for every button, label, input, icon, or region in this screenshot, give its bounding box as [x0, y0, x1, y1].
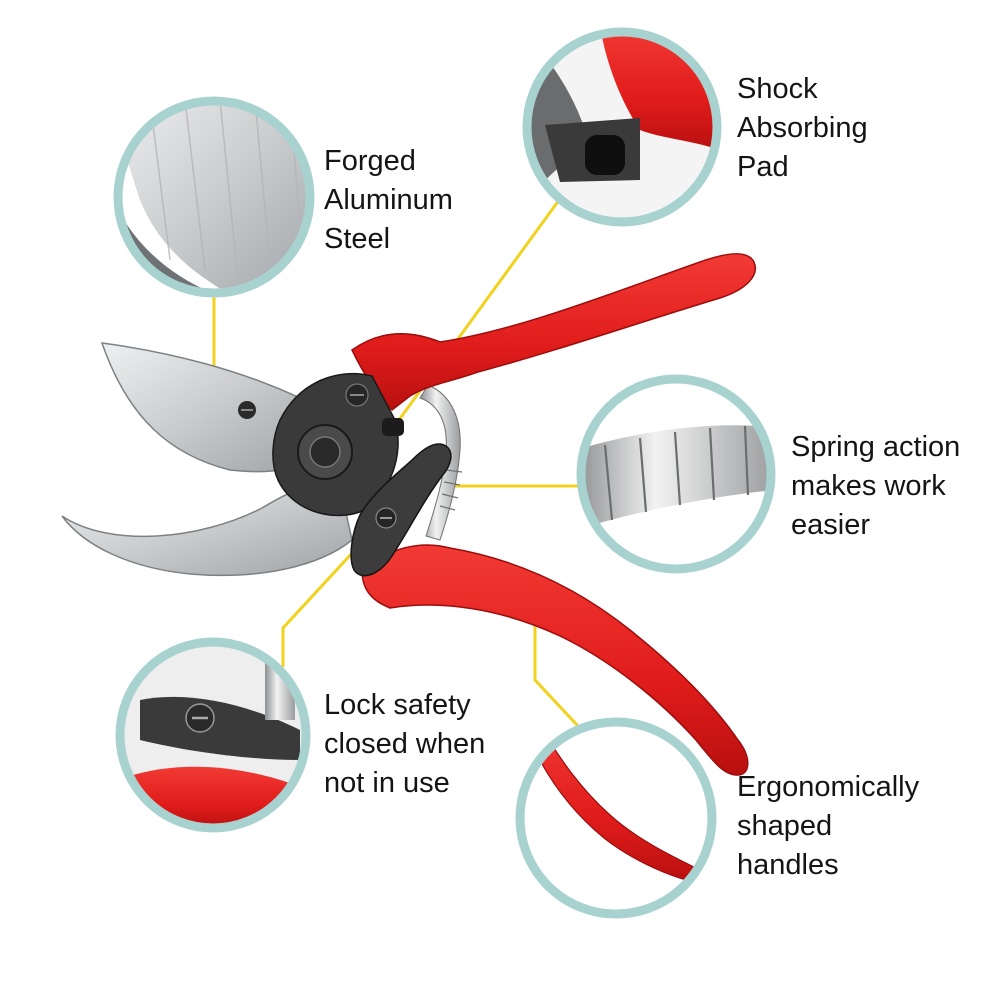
label-line: Absorbing [737, 112, 868, 144]
leader-line-ergonomic [533, 610, 580, 728]
lower-handle [361, 544, 749, 776]
callout-circle-ergonomic [515, 717, 717, 919]
callout-circle-forged [113, 96, 315, 298]
leader-line-lock [281, 523, 380, 667]
label-line: Ergonomically [737, 771, 920, 803]
callout-circle-spring [576, 374, 776, 574]
label-line: not in use [324, 767, 450, 799]
label-line: Lock safety [324, 689, 471, 721]
label-spring: Spring action makes work easier [791, 428, 960, 545]
label-line: Steel [324, 223, 391, 255]
label-line: makes work [791, 470, 946, 502]
label-forged: Forged Aluminum Steel [324, 142, 453, 259]
label-shock: Shock Absorbing Pad [737, 70, 868, 187]
lock-lever [350, 443, 452, 577]
label-line: Pad [737, 151, 789, 183]
label-line: Spring action [791, 431, 961, 463]
label-line: handles [737, 849, 839, 881]
label-line: closed when [324, 728, 486, 760]
callout-circle-lock [115, 637, 311, 833]
label-line: easier [791, 509, 870, 541]
shears [61, 253, 757, 776]
label-line: Forged [324, 145, 416, 177]
upper-handle [351, 253, 757, 412]
leader-lines [212, 195, 581, 728]
callout-circle-shock [522, 27, 722, 227]
shock-pad [382, 418, 404, 436]
leader-line-shock [386, 195, 564, 436]
label-ergonomic: Ergonomically shaped handles [737, 768, 919, 885]
label-lock: Lock safety closed when not in use [324, 686, 485, 803]
label-line: Aluminum [324, 184, 453, 216]
label-line: Shock [737, 73, 818, 105]
spring [419, 384, 461, 541]
label-line: shaped [737, 810, 833, 842]
